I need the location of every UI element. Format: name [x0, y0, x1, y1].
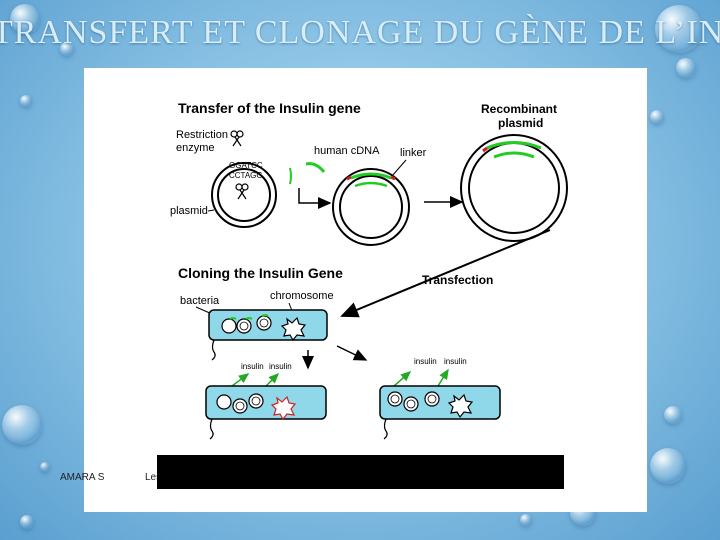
- cdna-strand: [306, 164, 324, 172]
- water-drop-icon: [650, 110, 664, 124]
- plasmid-pointer: [208, 210, 214, 211]
- water-drop-icon: [520, 514, 532, 526]
- plasmid-circle-insert: [333, 169, 409, 245]
- insulin-arrow: [232, 374, 248, 386]
- insulin-label: insulin: [269, 362, 292, 371]
- scissors-icon: [236, 184, 248, 199]
- transfection-label: Transfection: [422, 273, 493, 287]
- restriction-label: Restriction: [176, 129, 228, 141]
- slide-title: TRANSFERT ET CLONAGE DU GÈNE DE L’INSULI…: [0, 14, 720, 58]
- chromosome-label: chromosome: [270, 290, 334, 302]
- water-drop-icon: [40, 462, 50, 472]
- step-arrow: [299, 188, 330, 203]
- water-drop-icon: [2, 405, 42, 445]
- cloning-title: Cloning the Insulin Gene: [178, 265, 343, 281]
- insulin-label: insulin: [444, 357, 467, 366]
- bacterium: [206, 386, 326, 439]
- water-drop-icon: [650, 448, 686, 484]
- diagram-panel: Transfer of the Insulin gene Restriction…: [84, 68, 647, 512]
- step-arrow: [337, 346, 366, 360]
- bacterium: [380, 386, 500, 439]
- enzyme-label: enzyme: [176, 142, 215, 154]
- water-drop-icon: [20, 95, 32, 107]
- cdna-label: human cDNA: [314, 145, 380, 157]
- recombinant-label: Recombinant: [481, 102, 557, 116]
- recombinant-plasmid: [461, 135, 567, 241]
- insulin-arrow: [438, 370, 448, 386]
- linker-label: linker: [400, 147, 427, 159]
- water-drop-icon: [664, 406, 682, 424]
- scissors-icon: [231, 131, 243, 146]
- bacteria-label: bacteria: [180, 295, 220, 307]
- water-drop-icon: [676, 58, 696, 78]
- insulin-arrow: [266, 374, 278, 386]
- insulin-cloning-diagram: Transfer of the Insulin gene Restriction…: [84, 68, 647, 512]
- sequence-top: GGATCC: [229, 161, 263, 170]
- bacterium: [209, 310, 327, 360]
- footer-author: AMARA S: [60, 472, 104, 483]
- insulin-arrow: [394, 372, 410, 386]
- redaction-bar: [157, 455, 564, 489]
- water-drop-icon: [20, 515, 34, 529]
- transfer-title: Transfer of the Insulin gene: [178, 100, 361, 116]
- insulin-label: insulin: [241, 362, 264, 371]
- insulin-label: insulin: [414, 357, 437, 366]
- recombinant-label-2: plasmid: [498, 116, 543, 130]
- sequence-bottom: CCTAGG: [229, 171, 263, 180]
- plasmid-label: plasmid: [170, 205, 208, 217]
- linker-pointer: [392, 160, 406, 176]
- cdna-strand-2: [290, 168, 291, 184]
